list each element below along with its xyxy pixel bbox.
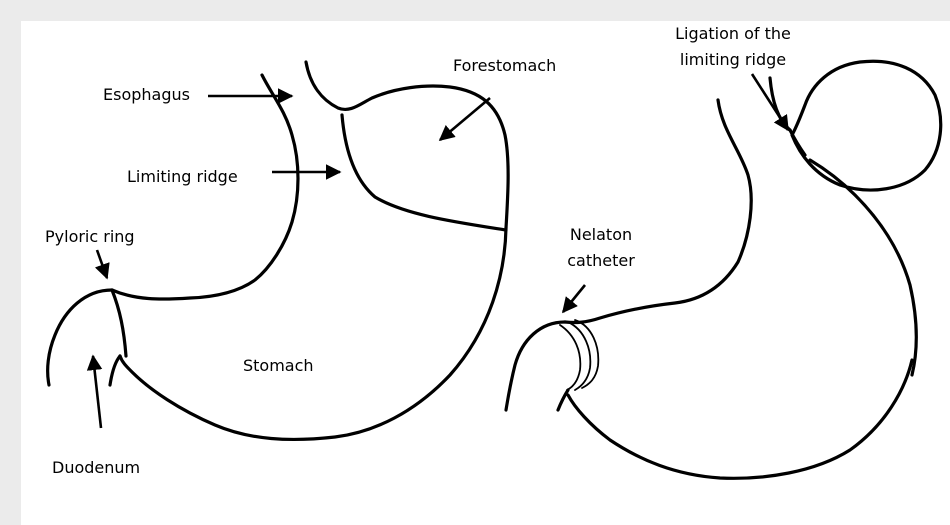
left-greater-curvature — [120, 228, 506, 439]
right-greater-curvature-lower — [568, 360, 912, 478]
right-duodenum-inner — [558, 390, 568, 410]
arrow-duodenum — [93, 356, 101, 428]
left-esophagus-right-wall — [306, 62, 508, 228]
label-ligation: Ligation of the — [675, 24, 791, 43]
label-duodenum: Duodenum — [52, 458, 140, 477]
arrow-pyloric-ring — [97, 250, 107, 278]
right-esophagus-right-wall — [770, 78, 790, 130]
right-forestomach-balloon — [792, 61, 941, 190]
label-catheter: catheter — [567, 251, 635, 270]
left-duodenum-inner — [110, 356, 120, 385]
label-limiting-ridge-ligation: limiting ridge — [680, 50, 786, 69]
right-ligation-knot — [790, 130, 805, 155]
label-nelaton: Nelaton — [570, 225, 632, 244]
right-greater-curvature — [810, 160, 916, 375]
right-esophagus-left-wall — [565, 100, 751, 323]
label-limiting-ridge: Limiting ridge — [127, 167, 238, 186]
catheter-ring-middle — [560, 325, 580, 390]
labels: Esophagus Forestomach Limiting ridge Pyl… — [45, 24, 791, 477]
left-pyloric-ring — [112, 290, 126, 356]
right-duodenum — [506, 322, 565, 410]
label-esophagus: Esophagus — [103, 85, 190, 104]
left-stomach-drawing — [48, 62, 508, 439]
arrow-forestomach — [440, 98, 490, 140]
label-forestomach: Forestomach — [453, 56, 556, 75]
label-pyloric-ring: Pyloric ring — [45, 227, 135, 246]
left-limiting-ridge — [342, 115, 506, 230]
left-duodenum — [48, 290, 112, 385]
annotation-arrows — [93, 74, 788, 428]
left-esophagus-left-wall — [112, 75, 298, 299]
arrow-nelaton-catheter — [563, 285, 585, 312]
label-stomach: Stomach — [243, 356, 314, 375]
